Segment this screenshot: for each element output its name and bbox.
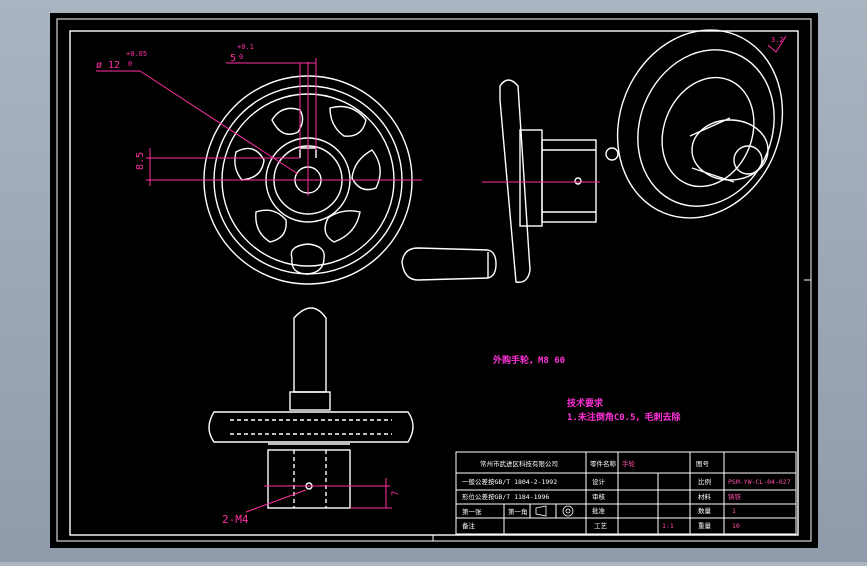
tb-projection: 第一角 <box>508 507 528 516</box>
iso-hub-edge-1 <box>689 117 731 137</box>
tb-label-check: 审核 <box>592 492 606 501</box>
bottom-handle <box>293 307 327 393</box>
tb-label-material: 材料 <box>698 492 712 501</box>
side-dimension-label: 7 <box>391 491 401 496</box>
bottom-hub <box>267 449 351 509</box>
roughness-symbol <box>767 35 787 53</box>
tech-req-title: 技术要求 <box>567 397 604 409</box>
side-view <box>401 79 597 283</box>
tb-ref-std1: 一般公差按GB/T 1804-2-1992 <box>462 477 557 486</box>
bore-tol-lower: 0 <box>128 60 132 68</box>
tb-label-part-name: 零件名称 <box>590 459 617 468</box>
tb-drawing-no: PSM-YW-CL-04-027 <box>728 478 791 486</box>
bottom-rim <box>208 411 414 443</box>
key-width-label: 5 <box>230 53 236 64</box>
bore-diameter-label: ø 12 <box>96 60 120 71</box>
tb-label-drawing-no: 图号 <box>696 460 710 468</box>
bore-tol-upper: +0.05 <box>126 50 147 58</box>
tb-quantity: 1 <box>732 507 736 515</box>
handle-boss <box>290 243 325 275</box>
tb-craft-value: 1:1 <box>662 522 674 530</box>
thread-callout: 2-M4 <box>222 513 249 526</box>
tb-company: 常州市武进区科技有限公司 <box>480 459 558 468</box>
spoke-window-1 <box>271 107 304 135</box>
tb-label-qty: 数量 <box>698 506 712 515</box>
spoke-window-6 <box>234 147 265 181</box>
bottom-view <box>208 307 414 509</box>
spoke-window-2 <box>329 105 367 137</box>
thread-leader <box>245 489 307 513</box>
title-block <box>455 451 797 535</box>
projection-symbol-icon <box>535 505 574 517</box>
side-thread-hole <box>574 177 582 185</box>
bore-leader <box>139 70 299 175</box>
iso-spoke-ring <box>661 76 755 188</box>
key-tol-upper: +0.1 <box>237 43 254 51</box>
tb-label-weight: 重量 <box>698 522 712 530</box>
title-block-border <box>455 451 797 535</box>
spoke-window-3 <box>351 149 381 191</box>
spoke-window-5 <box>255 209 287 243</box>
tb-label-approve: 批准 <box>592 506 606 515</box>
tb-material: 铸铁 <box>728 492 742 501</box>
tb-part-name: 手轮 <box>622 459 636 468</box>
iso-bore <box>733 145 763 175</box>
iso-hub-edge-2 <box>691 167 735 183</box>
tb-sheet-label: 第一张 <box>462 507 482 516</box>
tb-label-scale: 比例 <box>698 477 711 486</box>
front-view-dimensions <box>96 58 422 196</box>
isometric-view <box>605 29 784 219</box>
tb-ref-std2: 形位公差按GB/T 1184-1996 <box>462 492 549 501</box>
roughness-value: 3.2 <box>771 36 784 44</box>
tb-page-value: 10 <box>732 522 740 530</box>
key-tol-lower: 0 <box>239 53 243 61</box>
key-depth-label: 8.5 <box>135 152 146 170</box>
iso-rim-outer <box>616 29 784 219</box>
material-note: 外购手轮，M8 60 <box>492 354 565 366</box>
tb-label-design: 设计 <box>592 477 606 486</box>
side-hub <box>541 139 597 223</box>
tb-remarks-label: 备注 <box>462 521 476 530</box>
bottom-handle-collar <box>289 391 331 411</box>
iso-handle-stub <box>605 147 619 161</box>
tech-req-line1: 1.未注倒角C0.5，毛刺去除 <box>567 411 682 423</box>
inner-frame <box>69 30 799 536</box>
tb-label-craft: 工艺 <box>594 522 608 530</box>
side-handle <box>401 247 497 281</box>
side-rim <box>499 79 531 283</box>
bottom-view-dimensions <box>245 478 392 513</box>
spoke-window-4 <box>324 210 361 243</box>
